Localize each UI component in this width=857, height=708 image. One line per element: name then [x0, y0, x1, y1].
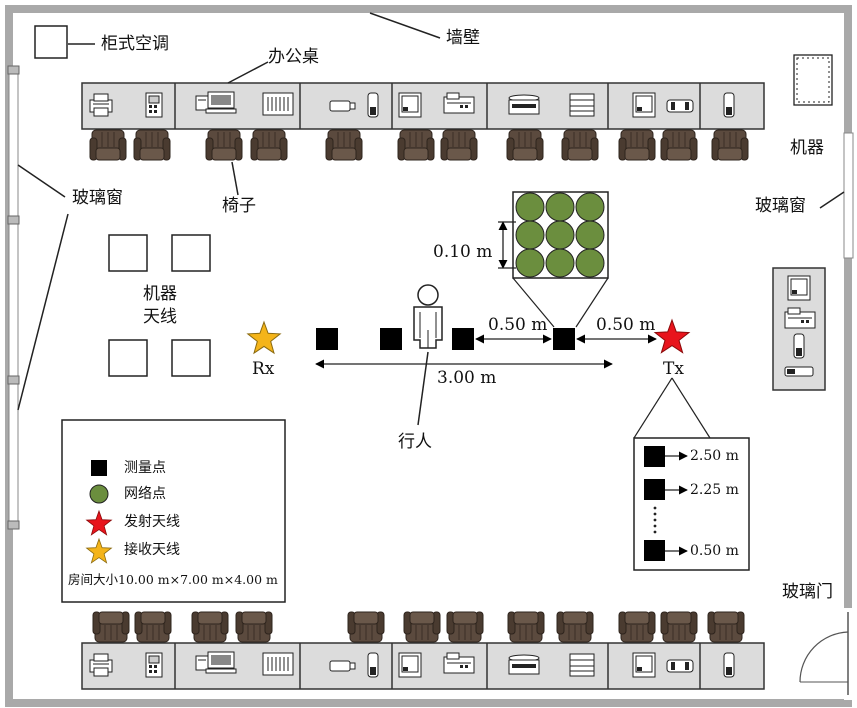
flash-drive-icon — [723, 92, 735, 118]
legend-rx-star-icon — [85, 537, 113, 564]
flash-drive-icon — [367, 652, 379, 678]
flash-drive-icon — [666, 99, 694, 113]
top-chairs — [89, 129, 749, 161]
legend-square-icon — [91, 460, 107, 476]
gap-right-label: 0.50 m — [596, 315, 656, 335]
scanner-icon — [398, 652, 422, 678]
radio-icon — [262, 652, 294, 676]
legend-measure-label: 测量点 — [124, 460, 166, 476]
ac-label: 柜式空调 — [101, 34, 169, 54]
grid-points — [498, 191, 609, 328]
span-label: 3.00 m — [437, 368, 497, 388]
wall-label: 墙壁 — [446, 28, 480, 48]
flash-drive-icon — [367, 92, 379, 118]
chair-leader — [231, 161, 239, 196]
gap-left-label: 0.50 m — [488, 315, 548, 335]
right-cabinet — [772, 267, 826, 391]
legend-grid-label: 网络点 — [124, 486, 166, 502]
radio-icon — [262, 92, 294, 116]
legend-circle-icon — [89, 484, 109, 504]
top-desks — [81, 82, 765, 130]
machine-antennas — [108, 234, 211, 377]
window-leader-right — [819, 191, 845, 209]
glass-door-label: 玻璃门 — [782, 582, 833, 602]
scanner-icon — [632, 652, 656, 678]
bottom-chairs — [92, 611, 745, 643]
pedestrian-label: 行人 — [398, 432, 432, 452]
scanner-icon — [632, 92, 656, 118]
machine-label: 机器 — [790, 138, 824, 158]
desk-label: 办公桌 — [268, 47, 319, 67]
window-leader-left2 — [17, 213, 69, 411]
window-left-label: 玻璃窗 — [72, 188, 123, 208]
legend-room-size: 房间大小10.00 m×7.00 m×4.00 m — [68, 572, 278, 587]
tx-label: Tx — [663, 359, 684, 379]
machine-cabinet — [793, 54, 833, 106]
flash-drive-icon — [723, 652, 735, 678]
machine-antenna-label-2: 天线 — [143, 307, 177, 327]
legend-tx-star-icon — [85, 509, 113, 536]
legend-tx-label: 发射天线 — [124, 514, 180, 530]
cabinet-icon — [569, 653, 595, 677]
flash-drive-icon — [666, 659, 694, 673]
flash-drive-icon — [329, 100, 356, 112]
wall-leader — [369, 12, 441, 39]
right-window — [843, 132, 854, 259]
legend-rx-label: 接收天线 — [124, 542, 180, 558]
tx-height-panel — [633, 377, 750, 571]
bottom-desks — [81, 642, 765, 690]
height-label-1: 2.50 m — [690, 448, 739, 464]
copier-icon — [508, 654, 540, 675]
legend-box — [61, 419, 286, 603]
height-label-3: 0.50 m — [690, 543, 739, 559]
rx-star-icon — [246, 320, 282, 355]
pedestrian-icon — [413, 284, 443, 426]
cabinet-icon — [569, 93, 595, 117]
ac-unit — [34, 25, 68, 59]
measure-points — [316, 328, 575, 350]
rx-label: Rx — [252, 359, 275, 379]
phone-icon — [145, 92, 163, 118]
flash-drive-icon — [329, 660, 356, 672]
left-windows — [7, 65, 20, 530]
machine-antenna-label-1: 机器 — [143, 284, 177, 304]
desk-leader — [227, 61, 269, 84]
glass-door — [799, 608, 853, 700]
scanner-icon — [398, 92, 422, 118]
window-leader-left — [17, 164, 66, 198]
chair-label: 椅子 — [222, 196, 256, 216]
window-right-label: 玻璃窗 — [755, 196, 806, 216]
phone-icon — [145, 652, 163, 678]
height-label-2: 2.25 m — [690, 482, 739, 498]
copier-icon — [508, 94, 540, 115]
grid-spacing-label: 0.10 m — [433, 242, 493, 262]
tx-star-icon — [653, 318, 691, 354]
